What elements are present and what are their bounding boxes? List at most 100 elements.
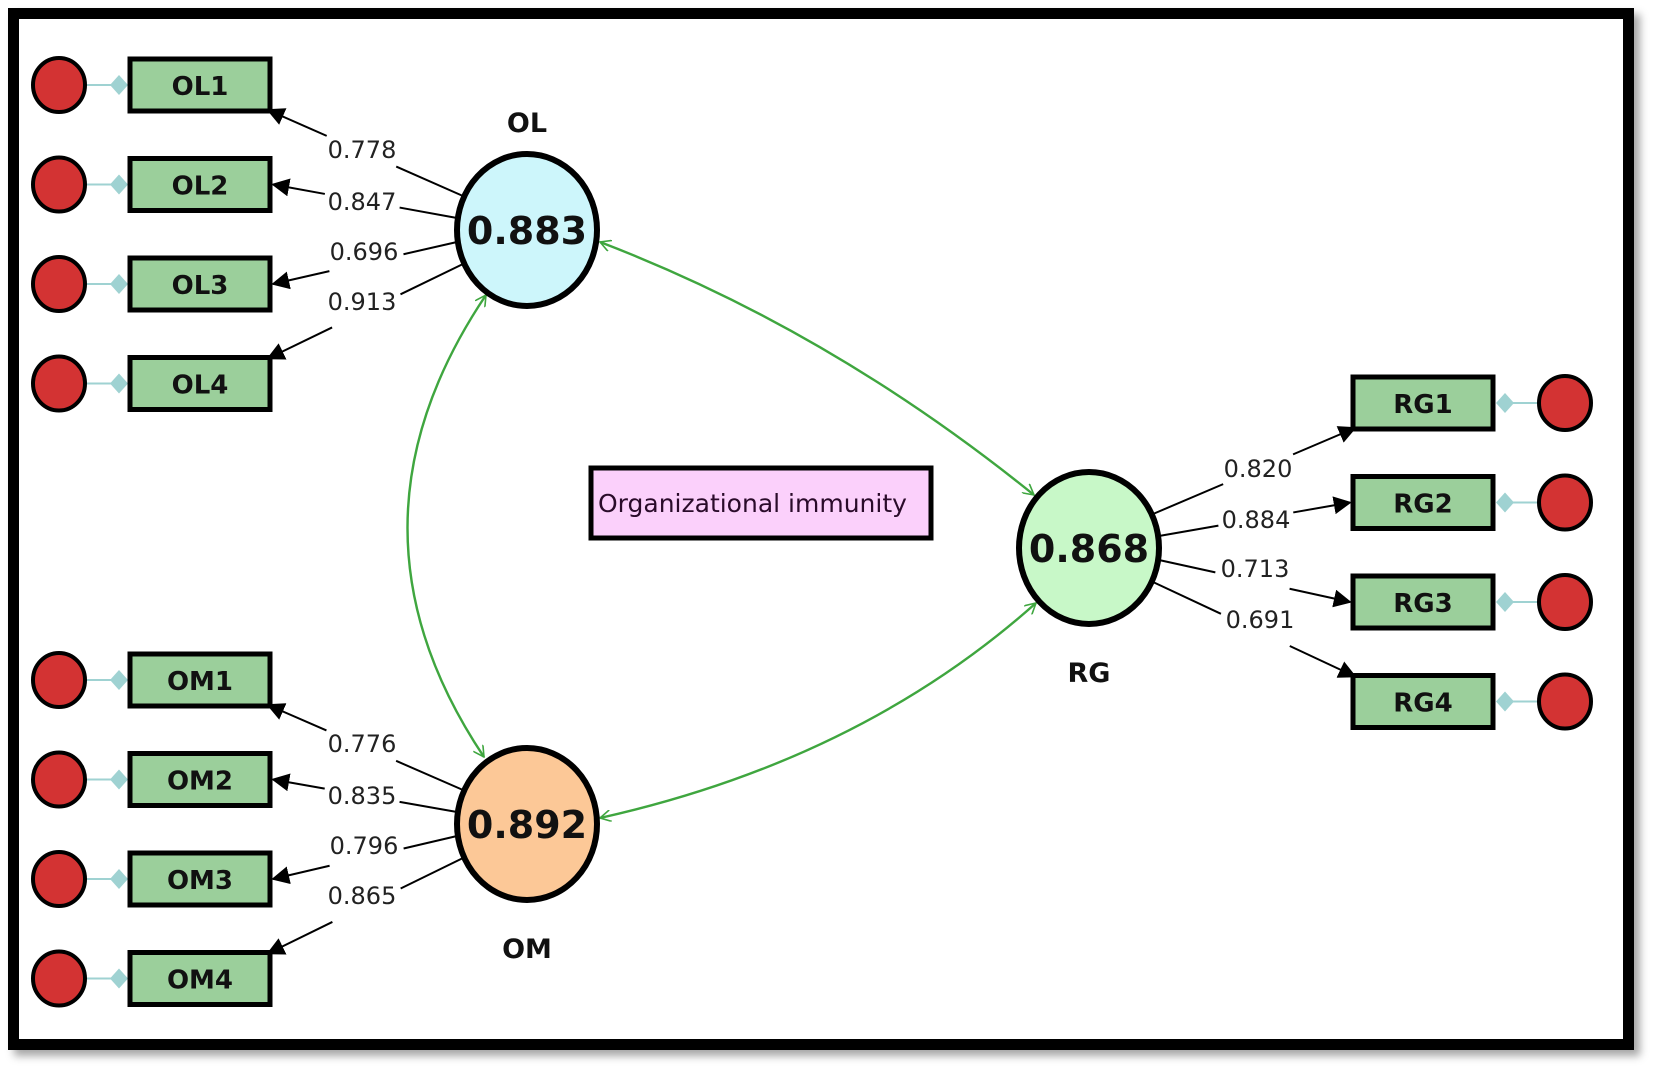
indicator-label: RG2 [1393,490,1452,520]
indicator-om4[interactable]: OM4 [31,949,273,1008]
latent-variable-ol[interactable]: 0.883 OL [454,108,600,309]
loading-value-om3: 0.796 [330,832,399,860]
latent-circle [454,151,600,309]
error-term-rg2[interactable] [1537,473,1593,532]
loading-path-rg2[interactable]: 0.884 [1158,496,1352,537]
loading-path-om2[interactable]: 0.835 [271,773,458,813]
error-term-ol1[interactable] [31,56,87,114]
error-term-rg1[interactable] [1537,374,1593,432]
indicator-label: RG4 [1393,689,1452,719]
loading-path-rg3[interactable]: 0.713 [1158,555,1352,608]
indicator-ol2[interactable]: OL2 [31,155,273,214]
loading-arrow-segment [266,108,328,137]
diamond-icon [1496,492,1514,513]
indicator-om3[interactable]: OM3 [31,850,273,908]
loading-path-om3[interactable]: 0.796 [271,832,458,885]
indicator-box [127,751,273,808]
covariance-arrow-ol-om[interactable] [406,295,487,757]
loading-path-rg1[interactable]: 0.820 [1152,426,1357,515]
indicator-box [127,950,273,1007]
error-term-ol4[interactable] [31,354,87,413]
error-term-ol2[interactable] [31,155,87,214]
diamond-icon [1496,393,1514,413]
loading-arrow-segment [271,773,325,792]
loading-arrow-segment [1289,587,1352,608]
indicator-box [127,850,273,908]
error-term-rg4[interactable] [1537,672,1593,731]
indicator-rg2[interactable]: RG2 [1350,473,1593,532]
indicator-om1[interactable]: OM1 [31,651,273,709]
indicator-box [1350,573,1496,631]
indicator-label: OL3 [172,271,229,301]
loading-arrow-segment [271,270,330,290]
loading-value-ol2: 0.847 [328,188,397,216]
indicator-ol3[interactable]: OL3 [31,255,273,313]
loading-path-rg4[interactable]: 0.691 [1152,581,1357,678]
loading-path-ol1[interactable]: 0.778 [266,108,464,197]
indicator-box [127,651,273,709]
latent-circle [454,745,600,903]
diamond-icon [1496,691,1514,712]
loading-line-segment [403,835,458,850]
indicator-label: OL2 [172,172,229,202]
loading-value-rg2: 0.884 [1222,506,1291,534]
loading-path-om1[interactable]: 0.776 [266,703,464,791]
indicator-rg4[interactable]: RG4 [1350,672,1593,731]
covariance-arrow-om-rg[interactable] [600,603,1036,818]
indicator-label: RG1 [1393,390,1452,420]
latent-value: 0.883 [467,209,587,253]
loading-line-segment [403,241,458,256]
loading-value-om2: 0.835 [328,782,397,810]
indicator-ol4[interactable]: OL4 [31,354,273,413]
note-box[interactable]: Organizational immunity [588,465,934,541]
loading-value-rg3: 0.713 [1221,555,1290,583]
loading-path-ol2[interactable]: 0.847 [271,178,458,219]
loading-line-segment [1158,559,1216,574]
diamond-icon [110,174,128,195]
indicator-box [1350,374,1496,432]
latent-name: OL [507,108,547,139]
indicator-box [1350,673,1496,730]
indicator-box [127,56,273,114]
loading-path-ol4[interactable]: 0.913 [266,263,464,360]
diamond-icon [1496,592,1514,612]
loading-value-om4: 0.865 [328,882,397,910]
loading-line-segment [399,206,458,219]
loading-line-segment [1152,581,1222,615]
indicator-label: OM1 [167,667,233,697]
error-term-om1[interactable] [31,651,87,709]
indicator-ol1[interactable]: OL1 [31,56,273,114]
covariance-arrow-ol-rg[interactable] [600,242,1034,495]
loading-arrow-segment [1293,496,1352,515]
note-box-label: Organizational immunity [598,489,907,518]
indicator-label: OL1 [172,72,229,102]
indicator-rg1[interactable]: RG1 [1350,374,1593,432]
indicator-rg3[interactable]: RG3 [1350,573,1593,631]
loading-value-rg4: 0.691 [1226,606,1295,634]
error-term-om2[interactable] [31,750,87,809]
loading-value-ol4: 0.913 [328,288,397,316]
covariance-layer [406,242,1036,818]
indicator-om2[interactable]: OM2 [31,750,273,809]
error-term-ol3[interactable] [31,255,87,313]
error-term-om4[interactable] [31,949,87,1008]
loading-path-ol3[interactable]: 0.696 [271,238,458,290]
diamond-icon [110,869,128,889]
error-term-rg3[interactable] [1537,573,1593,631]
latent-name: RG [1068,658,1111,689]
error-term-om3[interactable] [31,850,87,908]
latent-name: OM [502,934,552,965]
loading-line-segment [1152,483,1224,515]
loading-path-om4[interactable]: 0.865 [266,857,464,955]
indicator-label: RG3 [1393,589,1452,619]
loading-line-segment [399,800,458,813]
loading-arrow-segment [1292,426,1357,456]
loading-line-segment [1158,524,1219,537]
loading-value-ol3: 0.696 [330,238,399,266]
loading-line-segment [400,857,464,890]
indicator-box [1350,474,1496,531]
